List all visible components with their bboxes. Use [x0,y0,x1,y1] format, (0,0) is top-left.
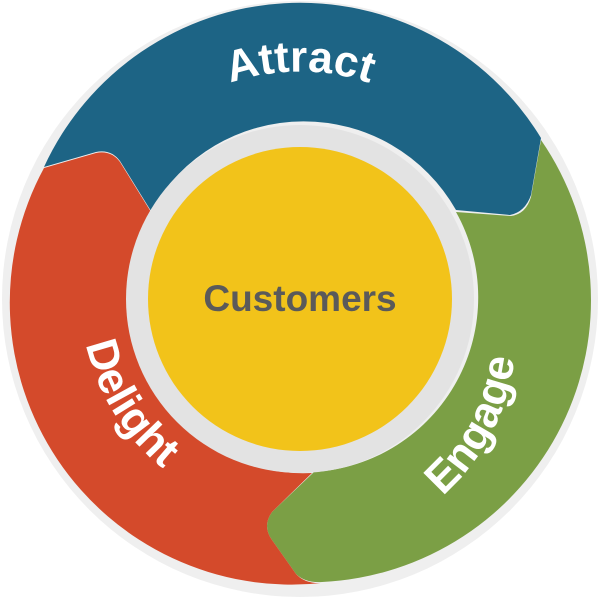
center-circle [148,147,452,451]
segment-attract-shape [44,2,541,215]
segment-engage-shape [267,140,591,583]
segment-delight-shape [9,152,323,585]
center-label: Customers [203,278,396,319]
